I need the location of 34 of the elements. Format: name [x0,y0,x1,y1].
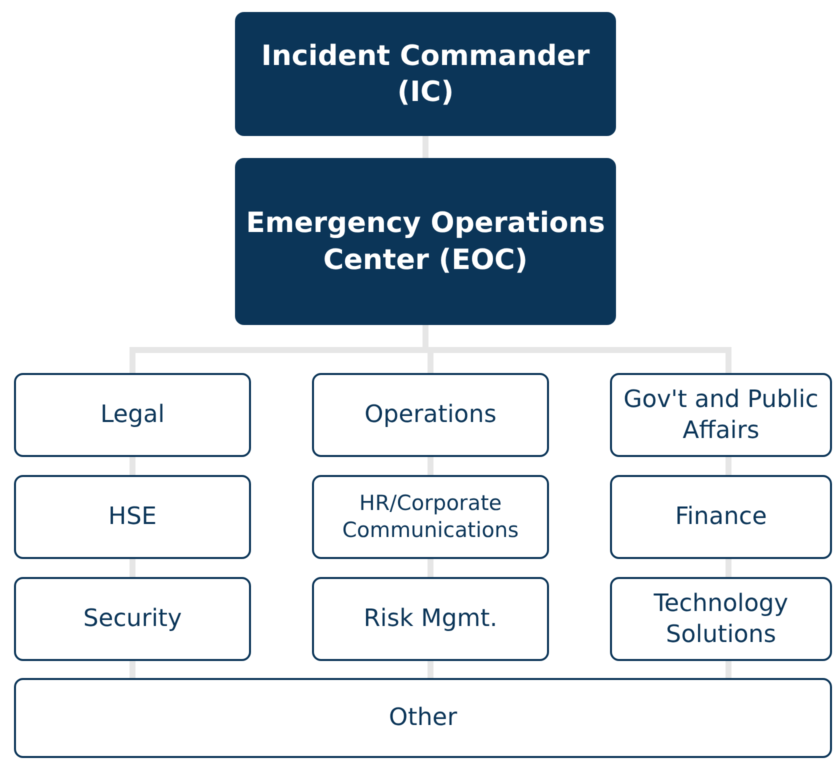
connector-line [130,559,136,577]
connector-line [726,661,732,678]
box-label: Emergency Operations Center (EOC) [244,205,606,278]
box-label: HSE [107,501,158,532]
department-box [610,373,832,457]
box-label: Legal [99,399,166,430]
connector-line [726,457,732,475]
connector-line [130,457,136,475]
department-box [312,373,549,457]
box-label: Security [82,603,183,634]
box-label: Other [388,702,458,734]
connector-line [726,559,732,577]
connector-line [130,661,136,678]
connector-line [428,661,434,678]
department-box [610,475,832,559]
department-box [14,577,251,661]
title-box [235,158,616,325]
department-box [312,475,549,559]
connector-line [422,136,428,158]
title-box [235,12,616,136]
connector-line [428,559,434,577]
box-label: Gov't and Public Affairs [622,384,820,446]
box-label: Technology Solutions [652,588,790,650]
box-label: Operations [364,399,498,430]
department-box [14,373,251,457]
department-box [14,475,251,559]
box-label: Risk Mgmt. [362,603,498,634]
box-label: Finance [674,501,768,532]
connector-line [428,457,434,475]
department-box [610,577,832,661]
department-box [312,577,549,661]
box-label: Incident Commander (IC) [260,38,591,110]
box-label: HR/Corporate Communications [341,490,520,544]
department-box [14,678,832,758]
